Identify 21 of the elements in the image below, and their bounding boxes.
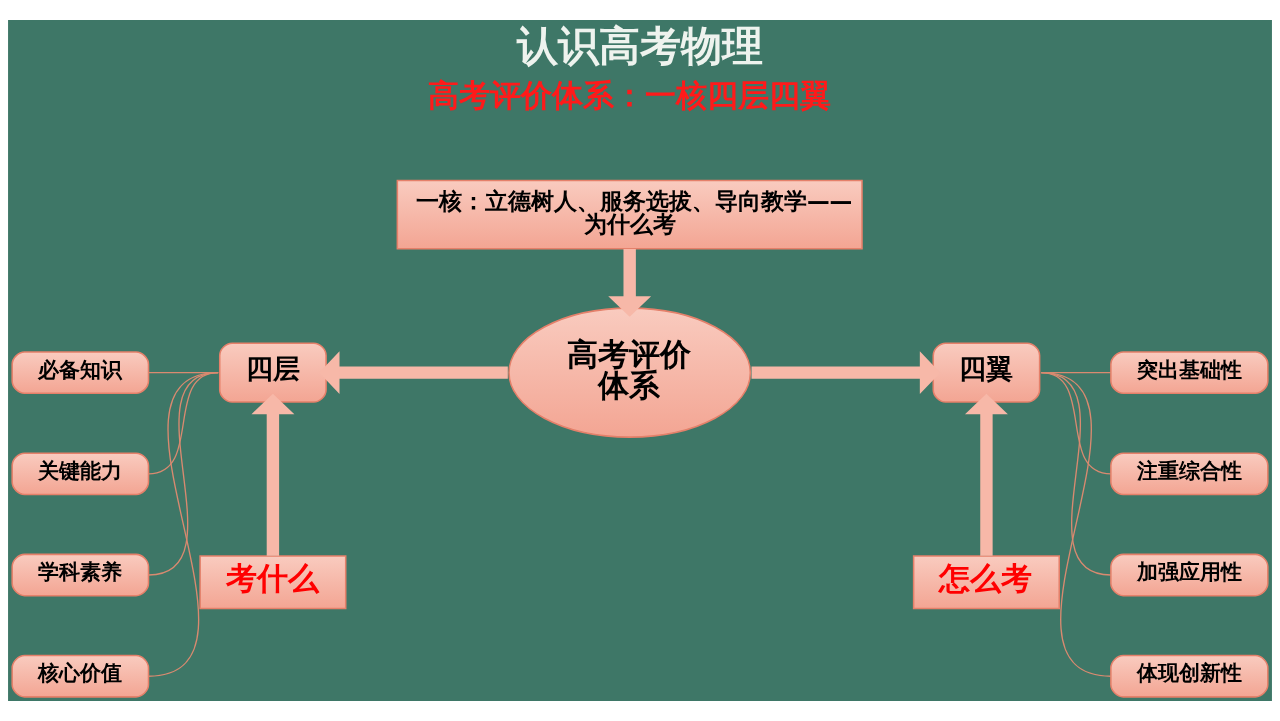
node-box: 核心价值 [11,654,150,698]
node-box: 体现创新性 [1110,654,1269,698]
arrow [251,393,295,556]
node-box: 四翼 [932,342,1041,403]
connector [1040,371,1112,677]
arrow [608,249,652,317]
node-box: 学科素养 [11,553,150,597]
label: 高考评价体系：一核四层四翼 [427,76,831,113]
connector [147,371,219,677]
node-box: 一核：立德树人、服务选拔、导向教学——为什么考 [396,179,863,250]
node-box: 考什么 [199,555,347,610]
node-box: 突出基础性 [1110,351,1269,395]
arrow [965,393,1008,556]
node-ellipse: 高考评价体系 [508,307,752,438]
diagram-title: 认识高考物理 [516,22,763,71]
node-box: 必备知识 [11,351,150,395]
node-box: 关键能力 [11,452,150,496]
node-box: 加强应用性 [1110,553,1269,597]
node-box: 四层 [218,342,327,403]
node-box: 注重综合性 [1110,452,1269,496]
node-box: 怎么考 [912,555,1060,610]
